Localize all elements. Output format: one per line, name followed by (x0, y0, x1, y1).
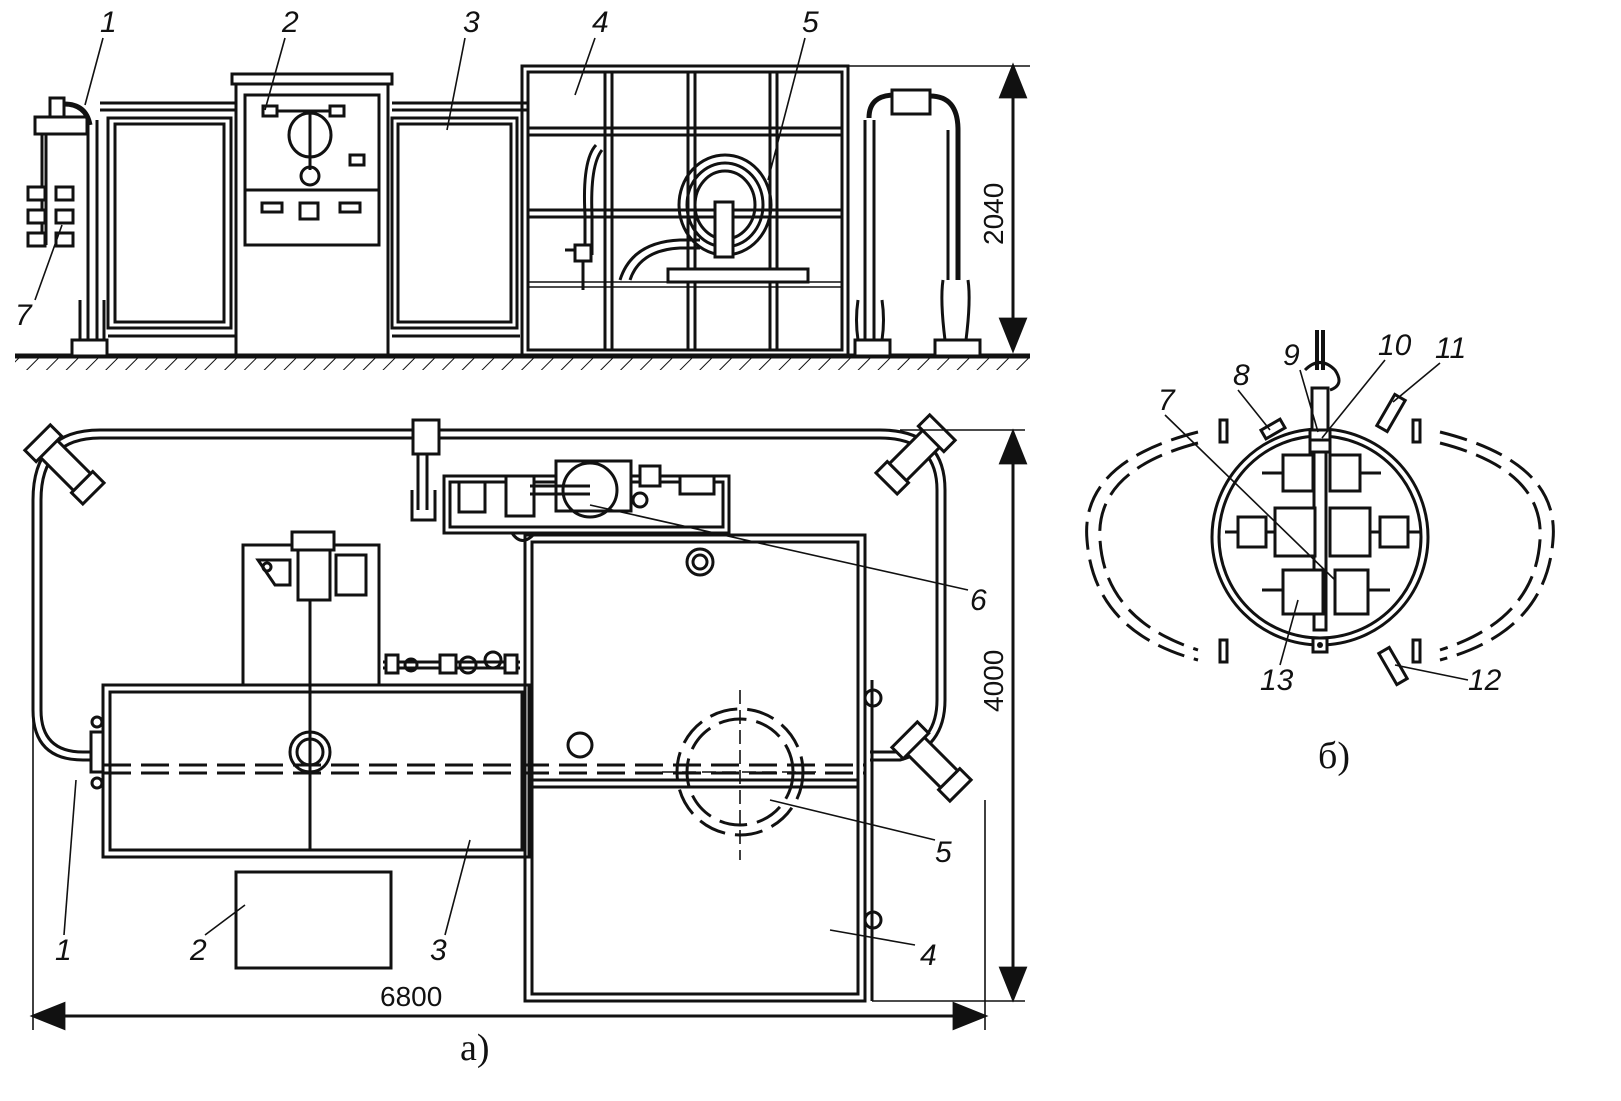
corner-unit-top-left (22, 422, 107, 507)
dimension-6800: 6800 (380, 981, 442, 1012)
corner-unit-bottom-right (889, 719, 974, 804)
label-detail-8: 8 (1233, 359, 1250, 392)
label-detail-12: 12 (1468, 664, 1502, 697)
label-side-3: 3 (463, 6, 480, 39)
caption-a: а) (460, 1027, 490, 1069)
label-detail-7: 7 (1158, 384, 1176, 417)
label-side-1: 1 (100, 6, 117, 39)
chamber-frame-side (520, 64, 850, 358)
label-plan-1: 1 (55, 934, 72, 967)
mechanism-6 (442, 459, 731, 542)
side-view: 2040 1 2 3 4 5 7 (15, 6, 1030, 370)
label-side-7: 7 (15, 299, 33, 332)
caption-b: б) (1318, 735, 1350, 777)
label-detail-10: 10 (1378, 329, 1412, 362)
label-plan-4: 4 (920, 939, 937, 972)
corner-unit-top-right (873, 412, 958, 497)
label-detail-13: 13 (1260, 664, 1294, 697)
label-side-2: 2 (281, 6, 299, 39)
label-plan-6: 6 (970, 584, 987, 617)
label-detail-9: 9 (1283, 339, 1300, 372)
detail-view: 7 8 9 10 11 12 13 б) (1085, 329, 1555, 777)
chamber-4-plan (523, 533, 883, 1003)
control-cabinet-side (230, 72, 394, 358)
label-side-5: 5 (802, 6, 819, 39)
plan-view: 6800 4000 6 5 4 3 2 1 а) (22, 412, 1028, 1069)
label-plan-2: 2 (189, 934, 207, 967)
label-detail-11: 11 (1435, 332, 1466, 365)
unit-1-side (26, 96, 109, 358)
height-dimension: 2040 (848, 62, 1030, 354)
label-plan-5: 5 (935, 836, 952, 869)
right-pipe-side (853, 88, 982, 358)
dimension-4000: 4000 (978, 650, 1009, 712)
plan-dimensions: 6800 4000 (29, 428, 1028, 1031)
top-pipe-valve (410, 418, 441, 522)
cabinet-2-plan (234, 870, 393, 970)
dimension-2040: 2040 (978, 183, 1009, 245)
chamber-3-plan (89, 683, 531, 859)
control-panel-plan (241, 530, 520, 850)
label-side-4: 4 (592, 6, 609, 39)
label-plan-3: 3 (430, 934, 447, 967)
